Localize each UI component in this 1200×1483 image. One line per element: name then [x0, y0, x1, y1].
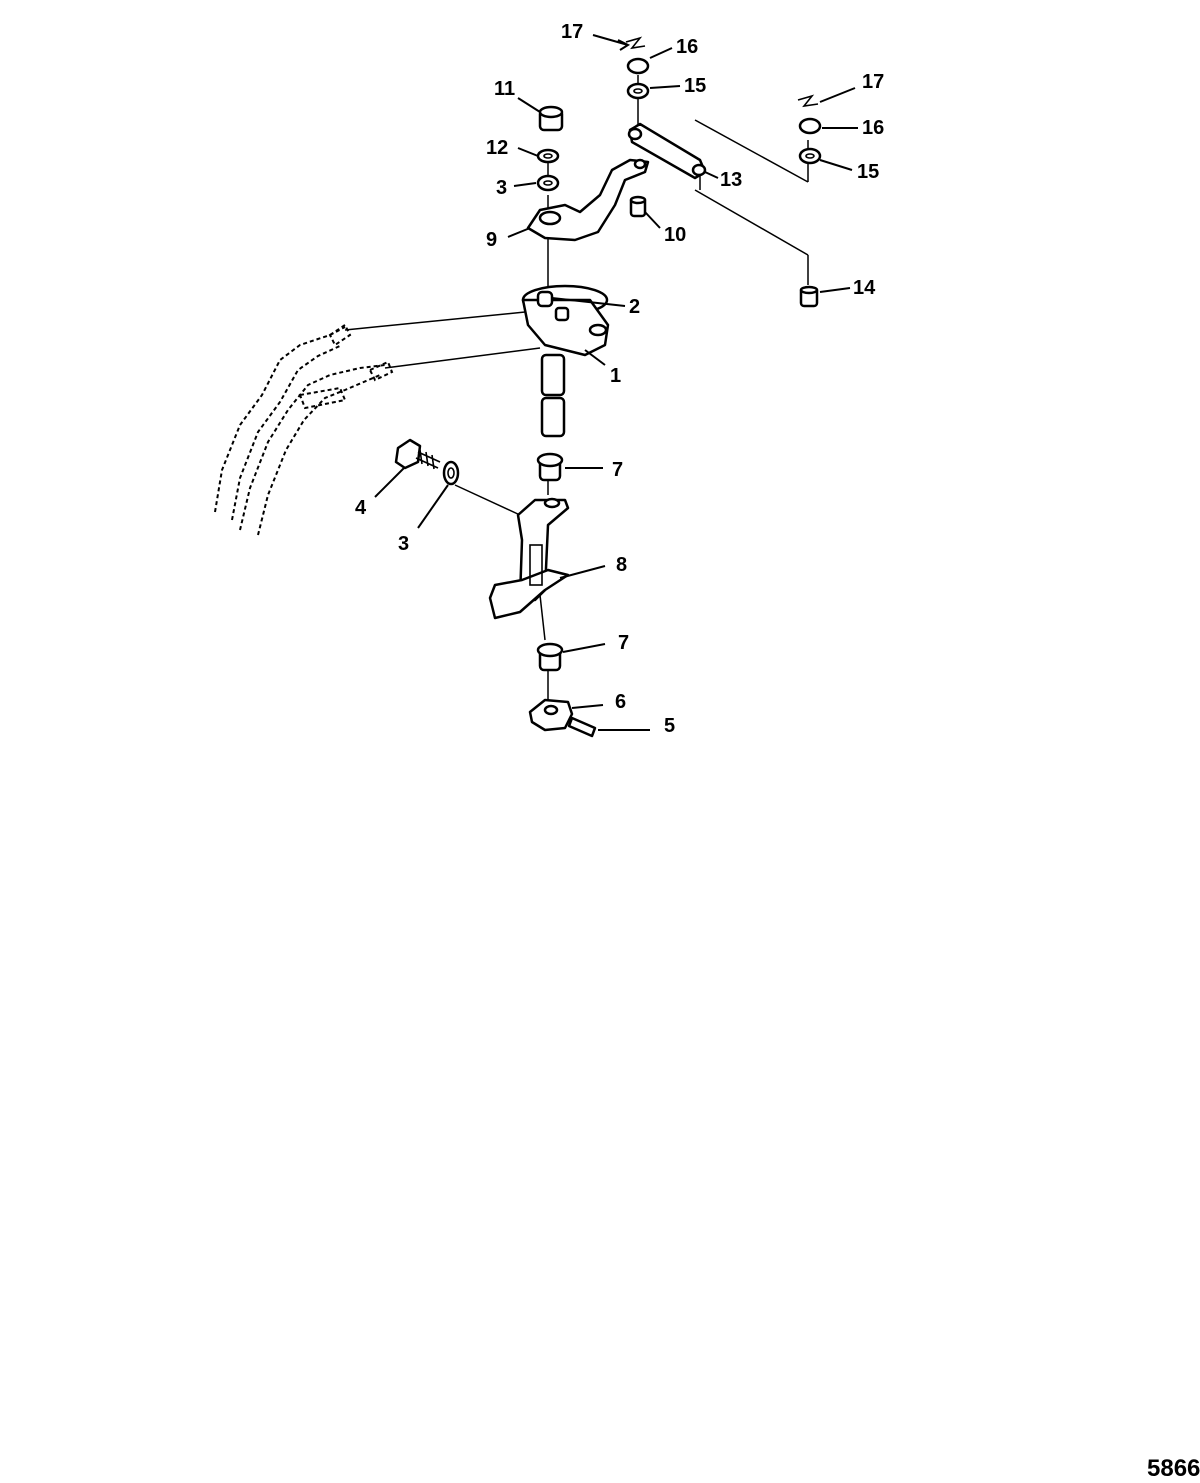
callout-10: 10 [664, 224, 686, 246]
part-coupler-6 [528, 698, 574, 732]
part-washer-16-right [798, 117, 822, 135]
part-bolt-14 [799, 285, 819, 308]
callout-15-upper: 15 [684, 75, 706, 97]
part-washer-16-upper [626, 57, 650, 75]
callout-11: 11 [494, 78, 515, 100]
part-nut-11 [538, 105, 564, 132]
part-cotter-pin-17-upper [625, 36, 646, 50]
part-washer-15-upper [626, 82, 650, 100]
leader-lines [374, 34, 858, 731]
callout-9: 9 [486, 229, 497, 251]
callout-7-upper: 7 [612, 459, 623, 481]
callout-7-lower: 7 [618, 632, 629, 654]
figure-number: 5866 [1147, 1455, 1200, 1482]
callout-6: 6 [615, 691, 626, 713]
part-washer-3-lower [442, 460, 460, 486]
part-cotter-pin-17-right [797, 94, 819, 108]
part-bushing-7-lower [536, 642, 564, 672]
callout-16-upper: 16 [676, 36, 698, 58]
part-bolt-10 [629, 195, 647, 218]
ghost-cables [214, 323, 394, 536]
assembly-axis-lines [344, 75, 809, 700]
part-washer-15-right [798, 147, 822, 165]
part-bolt-4 [394, 438, 441, 470]
callout-17-right: 17 [862, 71, 884, 93]
callout-16-right: 16 [862, 117, 884, 139]
callout-12: 12 [486, 137, 508, 159]
callout-3-upper: 3 [496, 177, 507, 199]
part-washer-3-upper [536, 174, 560, 192]
part-shift-bracket-8 [488, 497, 570, 620]
callout-1: 1 [610, 365, 621, 387]
callout-13: 13 [720, 169, 742, 191]
part-washer-12 [536, 148, 560, 164]
callout-15-right: 15 [857, 161, 879, 183]
callout-5: 5 [664, 715, 675, 737]
callout-labels: 17 16 15 11 17 16 12 13 15 3 9 10 14 2 1… [355, 21, 884, 737]
part-pin-2 [536, 290, 570, 322]
callout-3-lower: 3 [398, 533, 409, 555]
callout-17-upper: 17 [561, 21, 583, 43]
part-shift-lever-9 [526, 158, 650, 242]
callout-4: 4 [355, 497, 367, 519]
part-pin-5 [567, 716, 597, 738]
callout-8: 8 [616, 554, 627, 576]
callout-2: 2 [629, 296, 640, 318]
callout-14: 14 [853, 277, 876, 299]
part-bushing-7-upper [536, 452, 564, 482]
